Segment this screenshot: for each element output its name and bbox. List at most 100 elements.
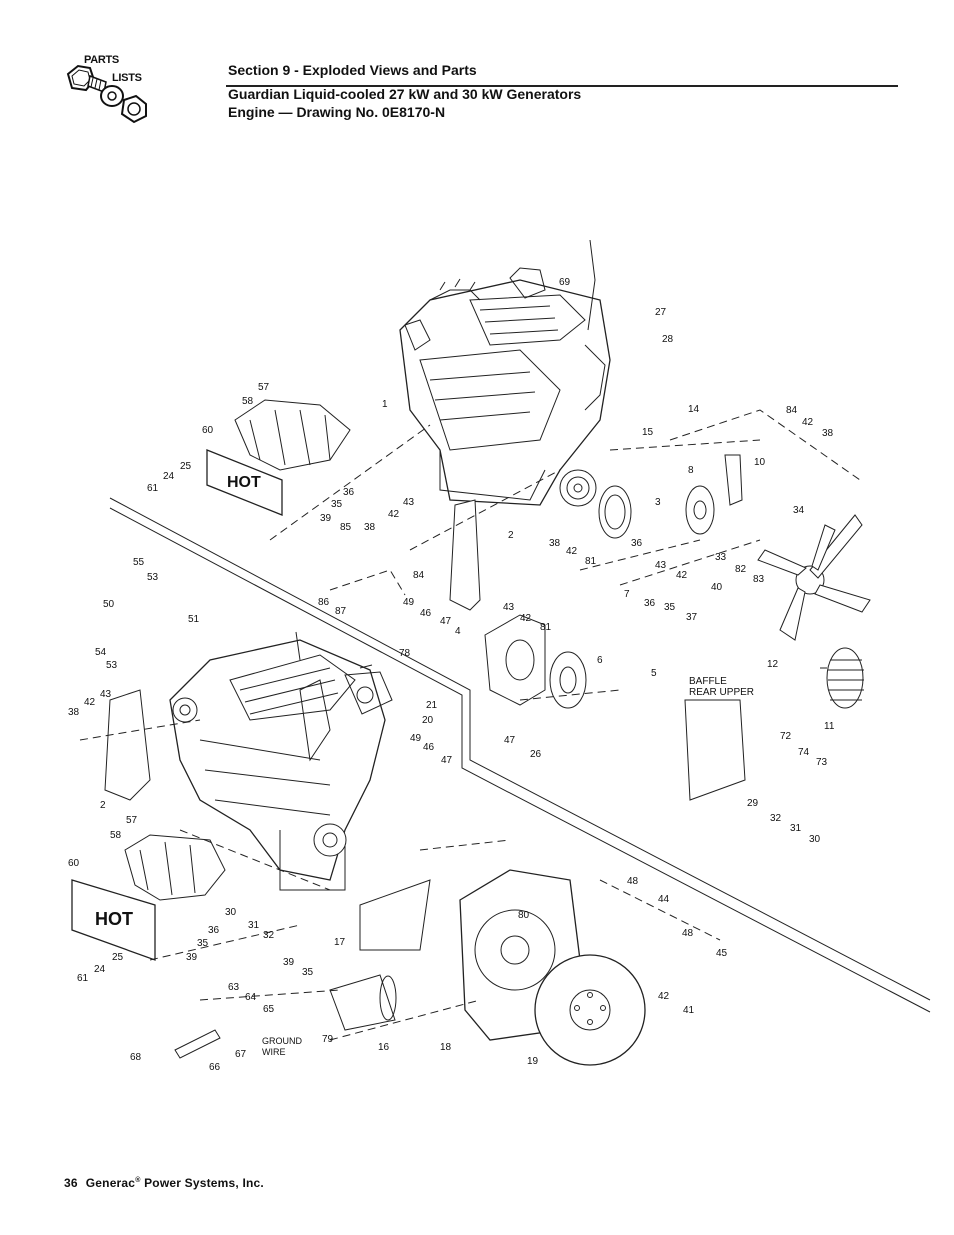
part-number-callout: 17 xyxy=(334,937,346,948)
drive-belt xyxy=(724,454,743,506)
part-number-callout: 49 xyxy=(410,733,422,744)
part-number-callout: 11 xyxy=(824,721,835,732)
part-number-callout: 35 xyxy=(664,602,676,613)
part-number-callout: 54 xyxy=(95,647,107,658)
part-number-callout: 61 xyxy=(77,973,89,984)
part-number-callout: 31 xyxy=(248,920,260,931)
header-rule xyxy=(226,85,898,87)
water-pump-pulley xyxy=(685,485,715,535)
part-number-callout: 57 xyxy=(258,382,270,393)
part-number-callout: 83 xyxy=(753,574,765,585)
part-number-callout: 53 xyxy=(106,660,118,671)
part-number-callout: 38 xyxy=(364,522,376,533)
footer-company: Generac xyxy=(85,1176,136,1190)
part-number-callout: 14 xyxy=(688,404,700,415)
part-number-callout: 5 xyxy=(651,668,657,679)
part-number-callout: 37 xyxy=(686,612,698,623)
fan-clutch xyxy=(820,647,864,709)
logo-parts-text: PARTS xyxy=(84,54,119,66)
drawing-subtitle: Engine — Drawing No. 0E8170-N xyxy=(228,104,446,120)
part-number-callout: 78 xyxy=(399,648,411,659)
part-number-callout: 63 xyxy=(228,982,240,993)
part-number-callout: 40 xyxy=(711,582,723,593)
part-number-callout: 80 xyxy=(518,910,530,921)
part-number-callout: 30 xyxy=(225,907,237,918)
part-number-callout: 2 xyxy=(100,800,106,811)
part-number-callout: 66 xyxy=(209,1062,221,1073)
part-number-callout: 46 xyxy=(420,608,432,619)
part-number-callout: 6 xyxy=(597,655,603,666)
upper-heat-shield xyxy=(206,449,283,516)
part-number-callout: 27 xyxy=(655,307,667,318)
part-number-callout: 86 xyxy=(318,597,330,608)
parts-lists-logo: PARTS LISTS xyxy=(60,52,160,132)
harmonic-balancer xyxy=(549,651,587,709)
part-number-callout: 60 xyxy=(202,425,214,436)
part-number-callout: 18 xyxy=(440,1042,452,1053)
baffle-label-line2: REAR UPPER xyxy=(689,687,754,698)
part-number-callout: 51 xyxy=(188,614,200,625)
part-number-callout: 42 xyxy=(802,417,814,428)
ground-wire-label-line2: WIRE xyxy=(262,1047,286,1057)
part-number-callout: 85 xyxy=(340,522,352,533)
part-number-callout: 35 xyxy=(302,967,314,978)
part-number-callout: 74 xyxy=(798,747,810,758)
flywheel xyxy=(534,954,646,1066)
part-number-callout: 39 xyxy=(186,952,198,963)
page-title: Guardian Liquid-cooled 27 kW and 30 kW G… xyxy=(228,86,582,102)
part-number-callout: 36 xyxy=(631,538,643,549)
part-number-callout: 50 xyxy=(103,599,115,610)
part-number-callout: 72 xyxy=(780,731,792,742)
part-number-callout: 81 xyxy=(585,556,597,567)
part-number-callout: 45 xyxy=(716,948,728,959)
part-number-callout: 43 xyxy=(403,497,415,508)
part-number-callout: 61 xyxy=(147,483,159,494)
part-number-callout: 30 xyxy=(809,834,821,845)
part-number-callout: 42 xyxy=(658,991,670,1002)
part-number-callout: 25 xyxy=(180,461,192,472)
part-number-callout: 38 xyxy=(68,707,80,718)
part-number-callout: 4 xyxy=(455,626,461,637)
part-number-callout: 69 xyxy=(559,277,571,288)
timing-cover xyxy=(484,614,546,706)
part-number-callout: 47 xyxy=(440,616,452,627)
part-number-callout: 53 xyxy=(147,572,159,583)
part-number-callout: 42 xyxy=(388,509,400,520)
part-number-callout: 7 xyxy=(624,589,630,600)
page-number: 36 xyxy=(64,1176,78,1190)
part-number-callout: 3 xyxy=(655,497,661,508)
part-number-callout: 28 xyxy=(662,334,674,345)
upper-engine-block xyxy=(399,239,611,507)
section-heading: Section 9 - Exploded Views and Parts xyxy=(228,62,477,78)
engine-mount-bracket-upper xyxy=(449,499,481,611)
part-number-callout: 32 xyxy=(770,813,782,824)
part-number-callout: 42 xyxy=(676,570,688,581)
part-number-callout: 16 xyxy=(378,1042,390,1053)
part-number-callout: 65 xyxy=(263,1004,275,1015)
part-number-callout: 48 xyxy=(682,928,694,939)
part-number-callout: 20 xyxy=(422,715,434,726)
part-number-callout: 46 xyxy=(423,742,435,753)
part-number-callout: 43 xyxy=(655,560,667,571)
lower-engine-block xyxy=(169,631,393,891)
part-number-callout: 58 xyxy=(242,396,254,407)
part-number-callout: 39 xyxy=(320,513,332,524)
oil-sender xyxy=(174,1029,221,1059)
part-number-callout: 42 xyxy=(520,613,532,624)
logo-lists-text: LISTS xyxy=(112,72,142,84)
part-number-callout: 64 xyxy=(245,992,257,1003)
part-number-callout: 24 xyxy=(94,964,106,975)
frame-rail-lower xyxy=(109,507,931,1013)
part-number-callout: 67 xyxy=(235,1049,247,1060)
part-number-callout: 82 xyxy=(735,564,747,575)
part-number-callout: 38 xyxy=(549,538,561,549)
part-number-callout: 29 xyxy=(747,798,759,809)
part-number-callout: 81 xyxy=(540,622,552,633)
part-number-callout: 36 xyxy=(343,487,355,498)
part-number-callout: 24 xyxy=(163,471,175,482)
dashed-leaders xyxy=(79,409,861,1041)
crankshaft-pulley xyxy=(598,485,632,539)
part-number-callout: 32 xyxy=(263,930,275,941)
